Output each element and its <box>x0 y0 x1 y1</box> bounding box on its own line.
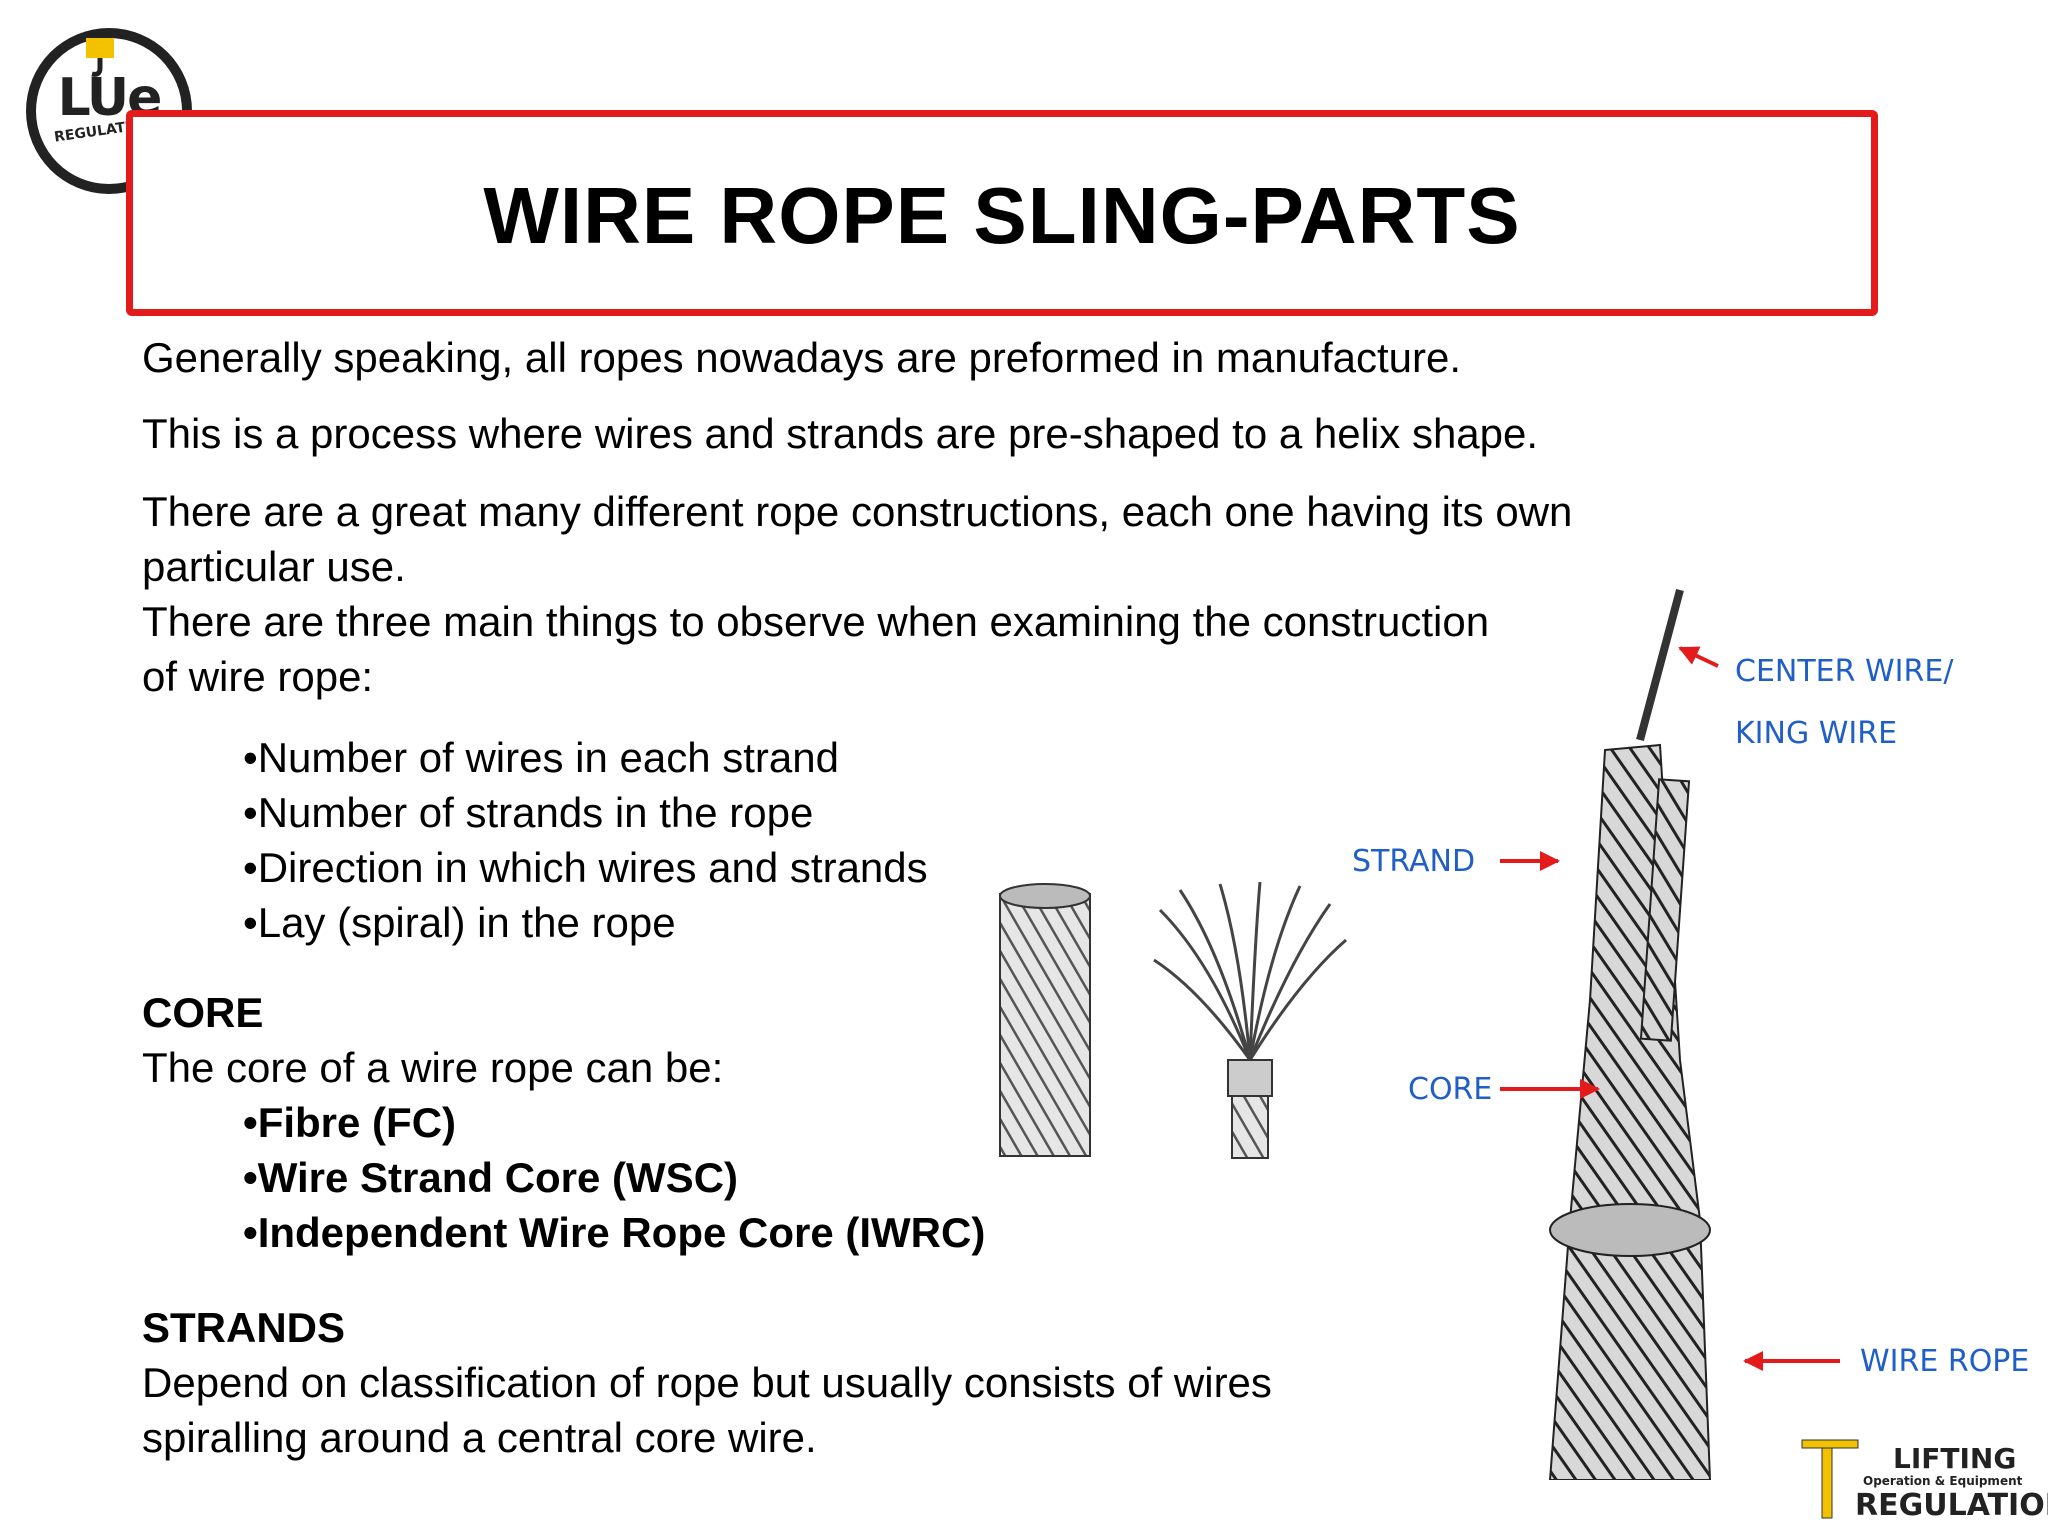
label-strand: STRAND <box>1352 844 1476 879</box>
core-item: •Wire Strand Core (WSC) <box>243 1154 739 1201</box>
intro-paragraph-1: Generally speaking, all ropes nowadays a… <box>142 334 1462 381</box>
crane-icon <box>1801 1439 1859 1519</box>
arrow-center-wire <box>1678 646 1719 668</box>
core-item: •Fibre (FC) <box>243 1099 457 1146</box>
list-item: •Direction in which wires and strands <box>243 844 928 891</box>
hook-icon <box>86 38 114 77</box>
footer-logo-line-1: LIFTING <box>1893 1442 2017 1475</box>
page-title: WIRE ROPE SLING-PARTS <box>483 171 1521 260</box>
label-wire-rope: WIRE ROPE <box>1860 1344 2030 1379</box>
intro-paragraph-3-line-2: particular use. <box>142 543 406 590</box>
unlaid-wire-strand-image <box>1153 881 1347 1159</box>
core-heading: CORE <box>142 989 264 1036</box>
list-item: •Number of wires in each strand <box>243 734 839 781</box>
intro-paragraph-4-line-2: of wire rope: <box>142 653 374 700</box>
label-king-wire: KING WIRE <box>1735 716 1898 751</box>
footer-logo-line-3: REGULATIONS <box>1855 1488 2048 1523</box>
intro-paragraph-4-line-1: There are three main things to observe w… <box>142 598 1490 645</box>
label-core: CORE <box>1408 1072 1493 1107</box>
core-text: The core of a wire rope can be: <box>142 1044 724 1091</box>
title-frame <box>126 110 1878 316</box>
core-item: •Independent Wire Rope Core (IWRC) <box>243 1209 986 1256</box>
wire-rope-cross-section-image <box>999 883 1091 1157</box>
intro-paragraph-3-line-1: There are a great many different rope co… <box>142 488 1573 535</box>
list-item: •Lay (spiral) in the rope <box>243 899 676 946</box>
footer-logo-line-2: Operation & Equipment <box>1863 1474 2023 1488</box>
strands-heading: STRANDS <box>142 1304 346 1351</box>
strands-text-line-2: spiralling around a central core wire. <box>142 1414 817 1461</box>
wire-rope-diagram <box>1548 588 1712 1480</box>
list-item: •Number of strands in the rope <box>243 789 814 836</box>
label-center-wire: CENTER WIRE/ <box>1735 654 1954 689</box>
strands-text-line-1: Depend on classification of rope but usu… <box>142 1359 1272 1406</box>
intro-paragraph-2: This is a process where wires and strand… <box>142 410 1539 457</box>
